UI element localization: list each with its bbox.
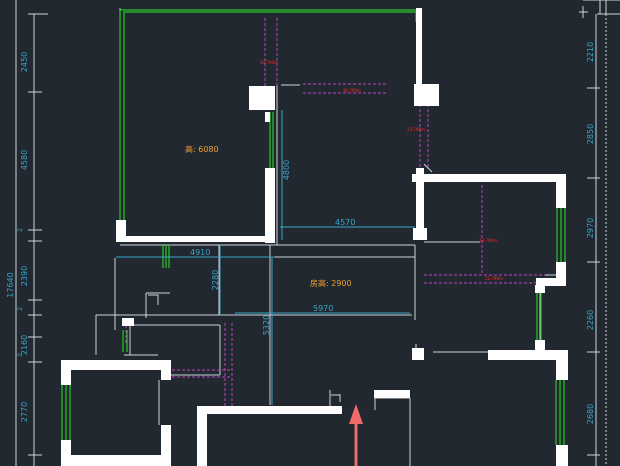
dimension-label-2280: 2280 (211, 270, 220, 290)
dimension-label-4800: 4800 (282, 160, 291, 180)
room-label-height-6080: 高: 6080 (185, 144, 219, 154)
right-axis-label-2850: 2850 (586, 124, 595, 144)
left-axis-label-4580: 4580 (20, 150, 29, 170)
dimension-label-4910: 4910 (190, 248, 210, 257)
right-axis-label-2970: 2970 (586, 218, 595, 238)
left-dimension-axis (15, 0, 48, 466)
walls (61, 8, 568, 466)
right-dimension-axis (587, 14, 607, 466)
right-axis-label-2680: 2680 (586, 404, 595, 424)
right-axis-labels: 2210 2850 2970 2260 2680 (586, 42, 595, 424)
entrance-arrow-icon (349, 404, 363, 466)
left-axis-label-2450: 2450 (20, 52, 29, 72)
door-marks (148, 84, 433, 396)
dimension-labels: 4910 4570 5970 4800 2280 5320 (190, 160, 355, 335)
magenta-dashed-lines (125, 18, 545, 408)
right-axis-label-2210: 2210 (586, 42, 595, 62)
left-axis-label-17640: 17640 (6, 272, 15, 297)
right-axis-label-2260: 2260 (586, 310, 595, 330)
svg-text:2: 2 (17, 353, 24, 357)
dimension-label-5320: 5320 (262, 315, 271, 335)
svg-text:2: 2 (17, 228, 24, 232)
red-note-3: 23.790m (407, 127, 425, 132)
red-annotations: 30.790m 30.790m 23.790m 23.790m 12.790m (260, 60, 503, 281)
dimension-label-5970: 5970 (313, 304, 333, 313)
left-axis-label-2160: 2160 (20, 335, 29, 355)
room-labels: 高: 6080 房高: 2900 (185, 144, 352, 288)
svg-text:2: 2 (17, 307, 24, 311)
left-axis-labels: 2450 4580 17640 2390 2160 2770 (6, 52, 29, 422)
red-note-4: 23.790m (479, 238, 497, 243)
frame-marks (579, 0, 620, 18)
dimension-label-4570: 4570 (335, 218, 355, 227)
left-axis-small-ticks: 2 2 2 (17, 228, 24, 357)
red-note-5: 12.790m (485, 276, 503, 281)
left-axis-label-2390: 2390 (20, 266, 29, 286)
red-note-1: 30.790m (260, 60, 278, 65)
room-label-room-height: 房高: 2900 (310, 278, 352, 288)
dimension-lines (116, 110, 415, 405)
red-note-2: 30.790m (343, 88, 361, 93)
left-axis-label-2770: 2770 (20, 402, 29, 422)
